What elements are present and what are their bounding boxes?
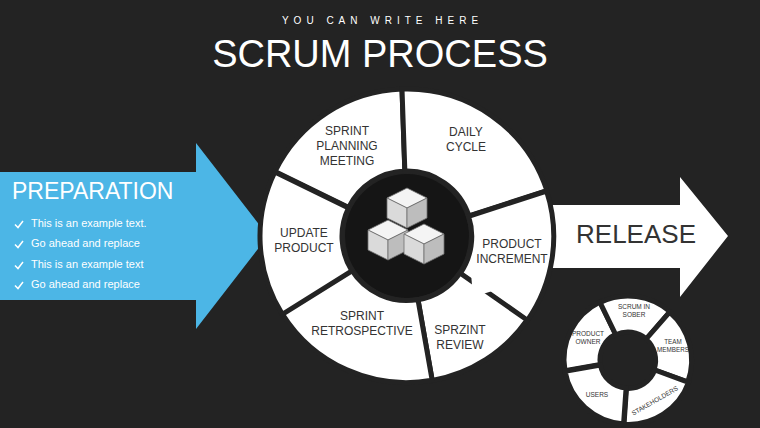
segment-outline xyxy=(565,365,626,424)
text-holder: SPRZINT REVIEW xyxy=(430,323,490,353)
phase-label: PRODUCT INCREMENT xyxy=(474,237,550,267)
check-icon xyxy=(14,240,24,249)
check-icon xyxy=(14,281,24,290)
box-face xyxy=(368,230,388,260)
arrow-shape xyxy=(0,143,268,329)
boxes-icon xyxy=(368,188,444,264)
text-holder: SPRINT PLANNING MEETING xyxy=(311,123,383,168)
role-label: PRODUCT OWNER xyxy=(571,330,605,346)
box-face xyxy=(404,234,424,264)
text-holder: RELEASE xyxy=(576,219,696,250)
check-mark xyxy=(15,221,23,228)
text-holder: UPDATE PRODUCT xyxy=(269,226,339,256)
slide-title: SCRUM PROCESS xyxy=(0,32,760,78)
check-mark xyxy=(15,282,23,289)
check-icon xyxy=(14,220,24,229)
text-holder: DAILY CYCLE xyxy=(438,125,494,155)
text-holder: SPRINT RETROSPECTIVE xyxy=(309,309,415,339)
hub-circle xyxy=(345,174,469,298)
segment-outline xyxy=(260,172,352,314)
role-label: USERS xyxy=(582,391,612,399)
check-mark xyxy=(15,241,23,248)
heading-wrap: SCRUM PROCESS xyxy=(0,32,760,78)
check-icon xyxy=(14,261,24,270)
phase-label: DAILY CYCLE xyxy=(438,125,494,155)
box-face xyxy=(424,234,444,264)
bullet-text: This is an example text. xyxy=(31,217,147,230)
text-holder: This is an example text. xyxy=(31,217,147,230)
bullet-text: Go ahead and replace xyxy=(31,237,140,250)
cycle-arrowhead xyxy=(471,273,499,297)
phase-segment: UPDATE PRODUCT xyxy=(257,169,355,317)
check-mark xyxy=(15,262,23,269)
role-label: SCRUM IN SOBER xyxy=(616,303,652,319)
text-holder: This is an example text xyxy=(31,258,144,271)
text-holder: PRODUCT INCREMENT xyxy=(474,237,550,267)
flow-arrow: PREPARATION This is an example text. Go ah… xyxy=(0,143,268,329)
phase-label: SPRINT PLANNING MEETING xyxy=(311,123,383,168)
subtitle: YOU CAN WRITE HERE xyxy=(0,15,760,27)
phase-label: SPRZINT REVIEW xyxy=(430,323,490,353)
bullet-text: This is an example text xyxy=(31,258,144,271)
text-holder: USERS xyxy=(582,391,612,399)
text-holder: PRODUCT OWNER xyxy=(571,330,605,346)
segment-outline xyxy=(418,273,527,380)
text-holder: PREPARATION xyxy=(12,178,173,206)
text-holder: SCRUM IN SOBER xyxy=(616,303,652,319)
node-shape xyxy=(0,143,268,329)
text-holder: Go ahead and replace xyxy=(31,237,140,250)
arrow-heading: RELEASE xyxy=(576,219,696,250)
heading-wrap: YOU CAN WRITE HERE xyxy=(0,15,760,27)
bullet-text: Go ahead and replace xyxy=(31,278,140,291)
role-segment: USERS xyxy=(562,362,629,427)
phase-label: SPRINT RETROSPECTIVE xyxy=(309,309,415,339)
text-holder: Go ahead and replace xyxy=(31,278,140,291)
box-face xyxy=(407,198,427,228)
segment-outline xyxy=(624,370,689,424)
role-label: TEAM MEMBERS xyxy=(657,338,689,354)
role-segment: STAKEHOLDERS xyxy=(621,367,692,427)
arrow-heading: PREPARATION xyxy=(12,178,173,206)
phase-label: UPDATE PRODUCT xyxy=(269,226,339,256)
text-holder: TEAM MEMBERS xyxy=(657,338,689,354)
